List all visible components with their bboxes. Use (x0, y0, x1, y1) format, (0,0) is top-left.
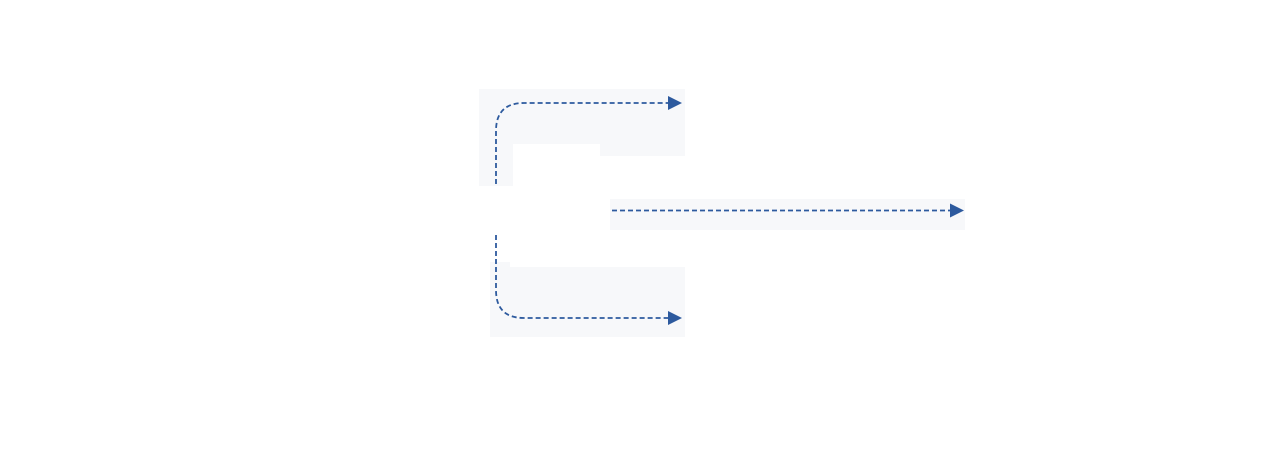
middle-panel (610, 199, 965, 230)
bottom-panel (490, 267, 685, 337)
connector-top (495, 96, 682, 184)
connector-top-arrowhead (668, 96, 682, 110)
connector-bottom-line (495, 235, 668, 319)
top-panel-gap (513, 144, 600, 158)
connector-middle (612, 203, 964, 218)
connector-top-line (495, 102, 668, 184)
connector-bottom-arrowhead (668, 311, 682, 325)
connector-middle-arrowhead (950, 203, 964, 218)
connector-bottom (495, 235, 682, 325)
bottom-left-panel-extension (490, 262, 510, 272)
